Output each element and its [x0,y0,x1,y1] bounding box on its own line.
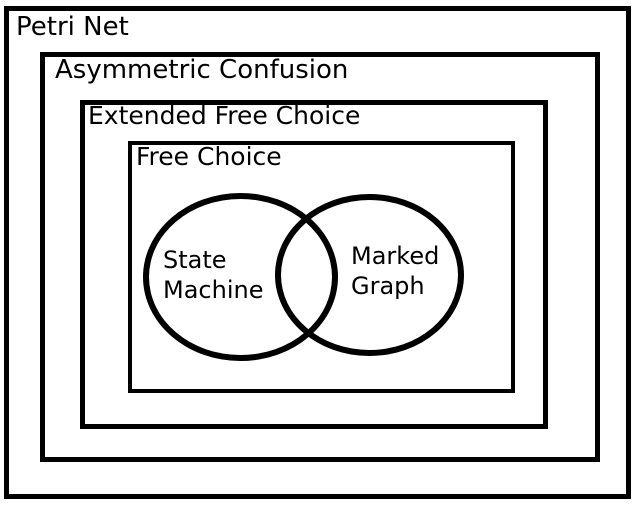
set-ellipse-marked-graph [275,194,464,356]
set-outline-extended-free-choice [80,100,548,429]
set-label-asymmetric-confusion: Asymmetric Confusion [55,55,349,85]
set-outline-petri-net [4,6,631,499]
set-label-free-choice: Free Choice [136,142,282,171]
set-outline-free-choice [128,141,515,393]
set-label-extended-free-choice: Extended Free Choice [88,101,361,130]
set-outline-asymmetric-confusion [40,52,600,462]
set-label-marked-graph: Marked Graph [351,242,440,300]
set-label-state-machine: State Machine [163,246,264,304]
set-label-petri-net: Petri Net [16,12,129,42]
